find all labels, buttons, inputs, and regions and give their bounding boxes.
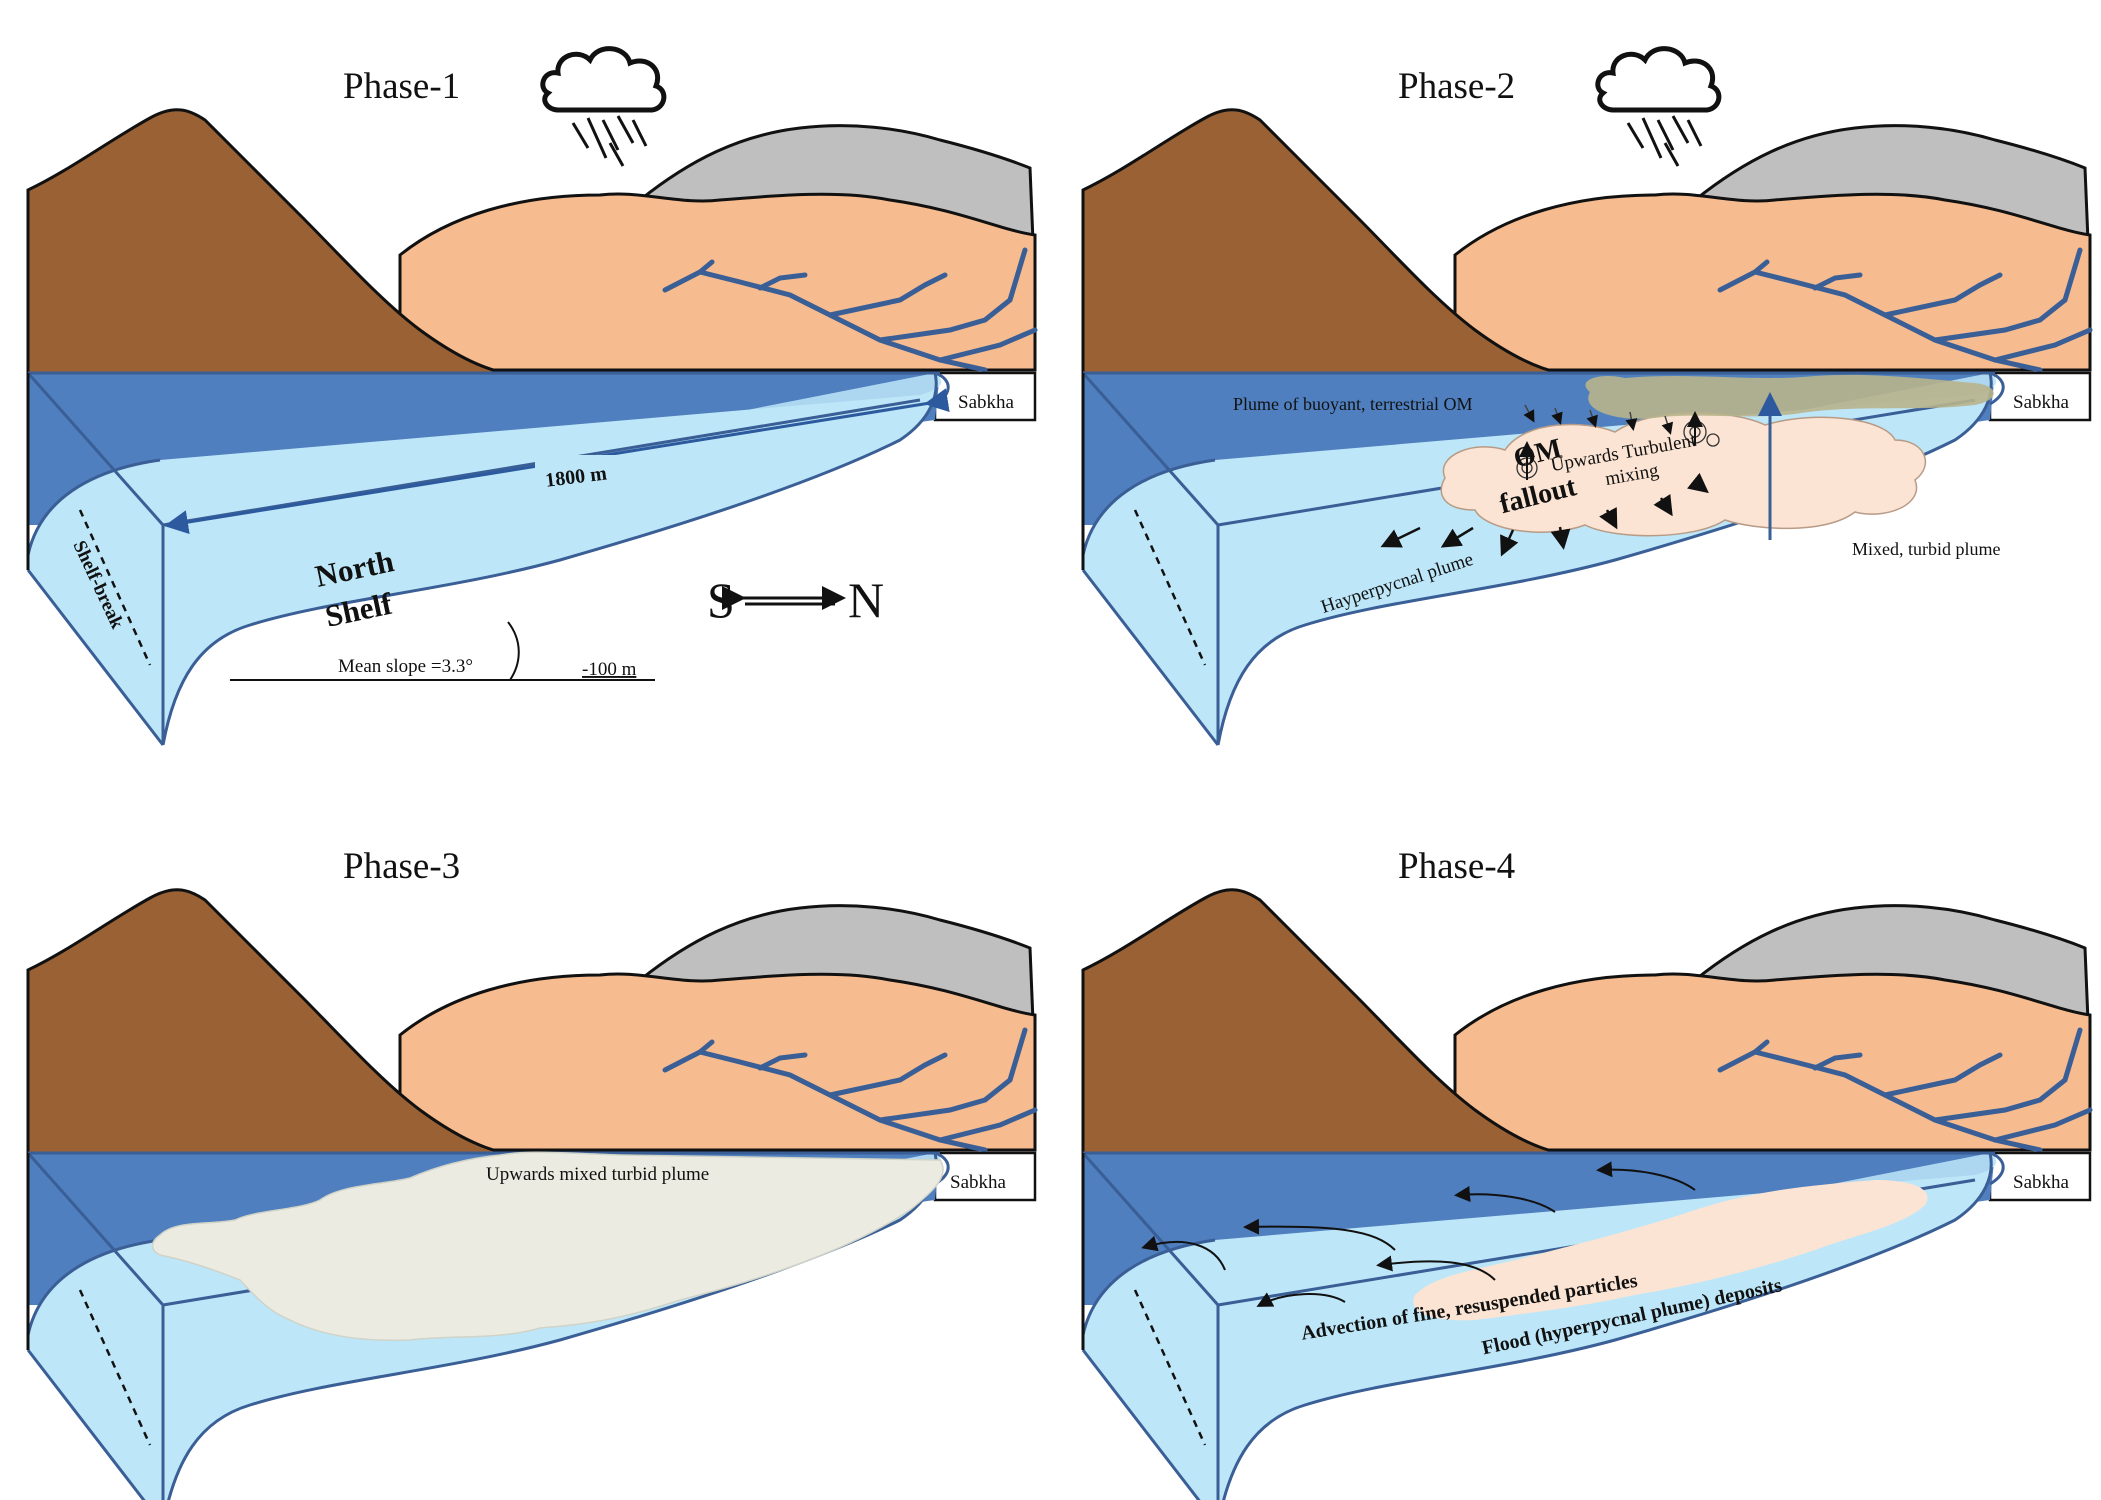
panel-phase-3: Phase-3 Sabkha Upwards mixed turbid plum… [28, 846, 1035, 1500]
depth-label: -100 m [582, 659, 637, 680]
direction-south-label: S [707, 572, 735, 628]
rain-cloud-icon [543, 49, 664, 166]
panel-phase-2: Phase-2 Sabkha [1083, 49, 2090, 745]
phase-title: Phase-3 [343, 846, 460, 887]
slope-angle-arc [507, 621, 520, 681]
om-fallout-arrows [1523, 404, 1674, 435]
rain-cloud-icon [1598, 49, 1719, 166]
sabkha-label: Sabkha [950, 1172, 1007, 1193]
buoyant-plume-label: Plume of buoyant, terrestrial OM [1233, 394, 1472, 414]
upwards-mixed-plume-label: Upwards mixed turbid plume [486, 1164, 709, 1185]
phase-title: Phase-1 [343, 66, 460, 107]
sabkha-label: Sabkha [958, 392, 1015, 413]
landscape-block [1083, 890, 2090, 1500]
settling-arrows [1380, 472, 1709, 557]
sabkha-label: Sabkha [2013, 1172, 2070, 1193]
mixed-turbid-plume [151, 1151, 944, 1342]
buoyant-om-plume [1585, 374, 1994, 419]
advection-arrows [1141, 1161, 1696, 1307]
flood-deposits [1413, 1180, 1928, 1321]
direction-north-label: N [848, 572, 884, 628]
phase-title: Phase-4 [1398, 846, 1515, 887]
mixed-plume-label: Mixed, turbid plume [1852, 539, 2000, 559]
phase-title: Phase-2 [1398, 66, 1515, 107]
panel-phase-1: Phase-1 Sabkha 1800 m North Shelf Shelf-… [28, 49, 1035, 745]
landscape-block [28, 110, 1035, 745]
mean-slope-label: Mean slope =3.3° [338, 656, 473, 677]
panel-phase-4: Phase-4 Sabkha Advection of fine, resusp… [1083, 846, 2090, 1500]
sabkha-label: Sabkha [2013, 392, 2070, 413]
